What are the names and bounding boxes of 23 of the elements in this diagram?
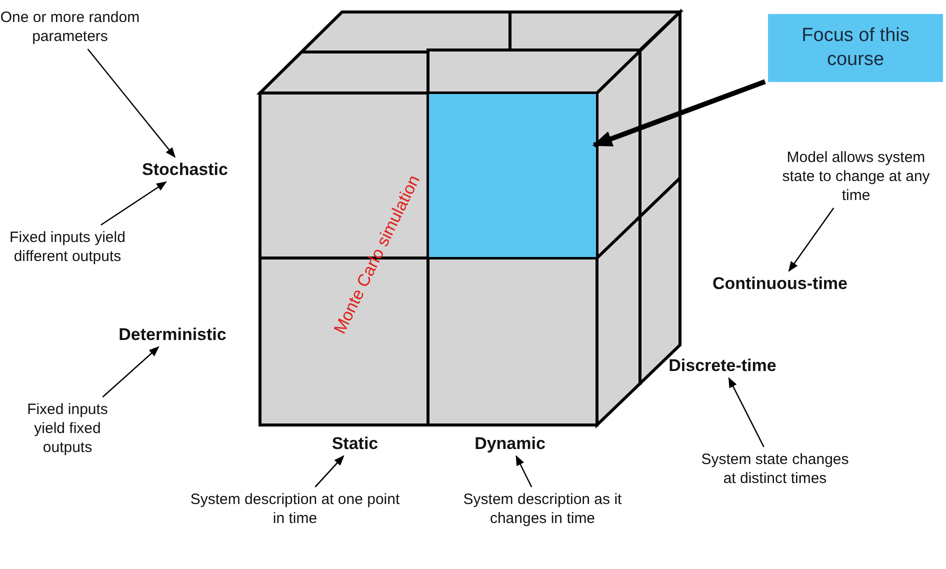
note-text: One or more random parameters — [0, 8, 140, 46]
highlighted-cube-face — [429, 94, 596, 257]
arrow — [87, 48, 176, 158]
arrow — [100, 181, 167, 226]
arrow — [592, 79, 766, 148]
arrow — [728, 377, 764, 448]
note-text: Fixed inputs yield fixed outputs — [10, 400, 125, 457]
arrow — [788, 208, 834, 272]
axis-label: Continuous-time — [680, 274, 880, 293]
axis-label: Discrete-time — [640, 356, 805, 375]
axis-label: Static — [300, 434, 410, 453]
note-text: Fixed inputs yield different outputs — [0, 228, 135, 266]
axis-label: Deterministic — [95, 325, 250, 344]
note-text: System state changes at distinct times — [700, 450, 850, 488]
note-text: System description as it changes in time — [450, 490, 635, 528]
arrow — [314, 455, 344, 488]
arrow — [516, 455, 532, 488]
callout-box: Focus of this course — [768, 14, 943, 82]
arrow — [102, 346, 160, 398]
axis-label: Stochastic — [115, 160, 255, 179]
note-text: System description at one point in time — [185, 490, 405, 528]
axis-label: Dynamic — [450, 434, 570, 453]
note-text: Model allows system state to change at any time — [772, 148, 940, 205]
